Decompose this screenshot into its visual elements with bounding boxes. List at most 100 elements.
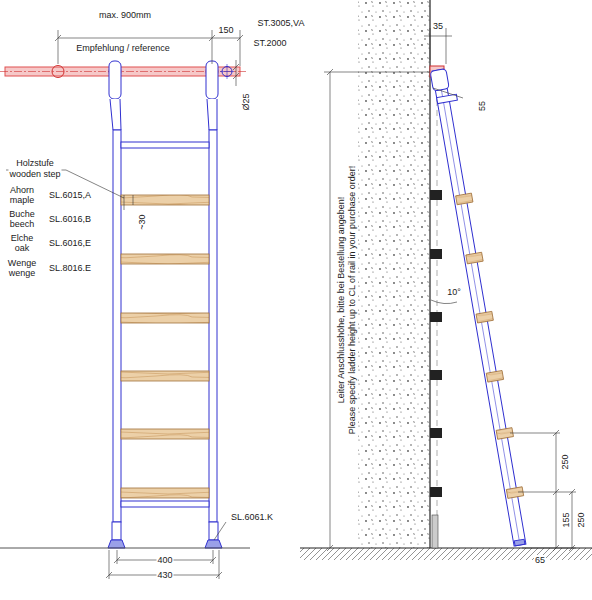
ladder-front — [207, 99, 217, 130]
top-rail — [52, 66, 64, 78]
ladder-side — [514, 539, 525, 546]
concrete-wall — [358, 0, 430, 548]
dimension-lines — [233, 64, 239, 79]
wall-brackets — [430, 428, 442, 438]
top-rail — [220, 71, 234, 72]
side-dimensions — [556, 433, 557, 492]
dimension-lines — [0, 30, 250, 579]
side-dimensions — [522, 548, 576, 549]
ladder-front — [113, 130, 121, 522]
ladder-front — [209, 522, 218, 540]
dimension-label: 155 — [561, 511, 571, 528]
part-label: ST.2000 — [252, 38, 287, 48]
floor — [300, 547, 592, 548]
wall-brackets — [430, 249, 442, 259]
dimension-lines — [236, 60, 237, 86]
part-label: Holzstufe — [15, 158, 55, 168]
side-dimensions — [330, 72, 331, 548]
wooden-steps — [121, 488, 209, 498]
dimension-label: 250 — [576, 511, 586, 528]
ladder-front — [121, 142, 209, 148]
side-dimensions — [430, 28, 431, 60]
wall-brackets — [430, 370, 442, 380]
ladder-side — [430, 69, 449, 91]
ladder-front — [108, 61, 222, 548]
order-note: Leiter Anschlusshöhe, bitte bei Bestellu… — [336, 196, 346, 405]
dimension-lines — [214, 522, 226, 540]
side-dimensions — [510, 433, 560, 434]
ladder-side — [432, 69, 526, 546]
dimension-label: 400 — [156, 555, 173, 565]
part-label: SL.8016.E — [48, 263, 92, 273]
dimension-label: ~30 — [137, 213, 147, 230]
concrete-wall — [429, 0, 430, 548]
wooden-steps — [121, 371, 209, 381]
part-label: Wenge — [7, 258, 37, 268]
side-dimensions — [556, 492, 557, 548]
wooden-steps — [121, 313, 209, 323]
part-label: Elche — [10, 233, 35, 243]
side-dimensions — [431, 300, 457, 304]
dimension-label: 430 — [156, 570, 173, 580]
wooden-steps — [121, 254, 209, 264]
side-dimensions — [324, 28, 576, 551]
part-label: ST.3005,VA — [257, 18, 306, 28]
side-dimensions — [518, 492, 576, 493]
dimension-lines — [117, 550, 118, 564]
part-label: SL.6015,A — [48, 190, 92, 200]
dimension-lines — [213, 550, 214, 564]
side-dimensions — [553, 430, 575, 551]
ladder-front — [209, 130, 217, 522]
dimension-label: 65 — [534, 555, 546, 565]
part-label: Ahorn — [9, 185, 35, 195]
wooden-steps — [121, 195, 209, 498]
ladder-side — [486, 371, 503, 383]
dimension-label: 55 — [477, 100, 487, 112]
side-dimensions — [424, 36, 452, 37]
side-dimensions — [446, 28, 447, 64]
dimension-lines — [212, 30, 213, 64]
dimension-label: 35 — [432, 21, 444, 31]
concrete-wall — [358, 0, 437, 548]
part-label: maple — [9, 195, 36, 205]
side-dimensions — [324, 72, 430, 73]
dimension-lines — [133, 195, 134, 205]
ladder-side — [506, 487, 523, 499]
side-dimensions — [327, 69, 333, 551]
wall-brackets — [430, 312, 442, 322]
ladder-side — [476, 311, 493, 323]
dimension-label: Ø25 — [241, 92, 251, 111]
wall-brackets — [430, 66, 444, 548]
ladder-side — [430, 68, 534, 547]
dimension-lines — [55, 35, 243, 41]
dimension-label: 10° — [446, 287, 462, 297]
ladder-front — [109, 61, 121, 99]
ladder-side — [438, 70, 520, 545]
ladder-front — [206, 61, 218, 99]
order-note: Please specify ladder height up to CL of… — [347, 165, 357, 435]
part-label: SL.6016,E — [48, 238, 92, 248]
wall-brackets — [430, 190, 442, 200]
ladder-side — [466, 252, 483, 264]
side-dimensions — [572, 492, 573, 548]
ladder-front — [121, 501, 209, 507]
ladder-side — [456, 193, 524, 498]
part-label: Buche — [8, 209, 36, 219]
side-dimensions — [433, 88, 463, 98]
ladder-side — [456, 193, 473, 205]
wooden-steps — [121, 429, 209, 439]
dimension-label: 150 — [217, 25, 234, 35]
wooden-steps — [121, 195, 209, 205]
part-label: oak — [14, 243, 31, 253]
dimension-lines — [58, 30, 59, 64]
ladder-front — [205, 540, 222, 548]
floor — [300, 548, 592, 560]
ladder-front — [112, 522, 121, 540]
dimension-label: 250 — [560, 453, 570, 470]
floor — [300, 548, 592, 560]
dimension-label: Empfehlung / reference — [75, 43, 171, 53]
wall-brackets — [432, 515, 438, 548]
dimension-lines — [240, 30, 241, 66]
